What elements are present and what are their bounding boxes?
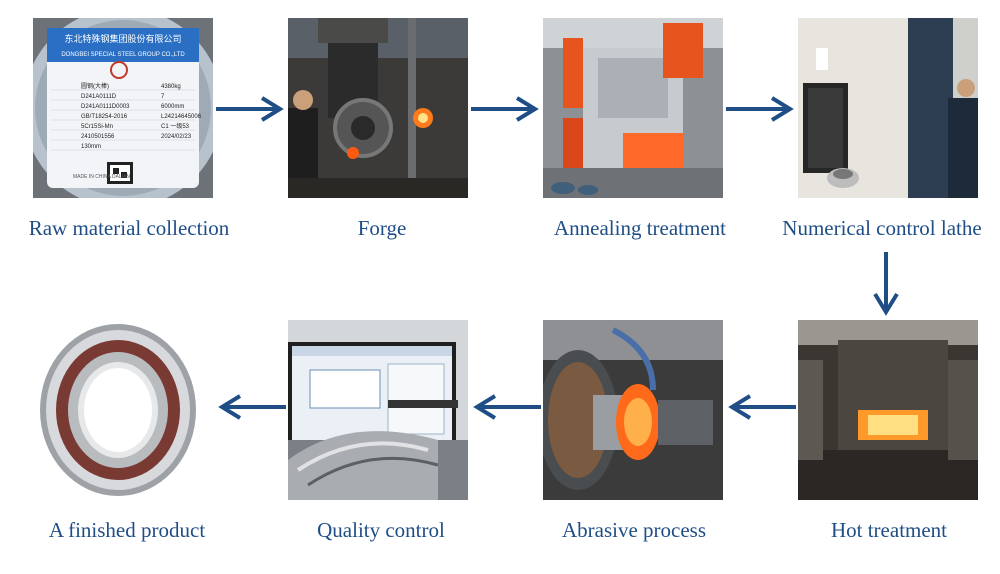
arrow-left-icon xyxy=(473,394,541,420)
step-caption-abrasive: Abrasive process xyxy=(561,518,707,542)
step-caption-raw-material: Raw material collection xyxy=(28,216,230,240)
step-caption-finished-product: A finished product xyxy=(48,518,206,542)
arrow-left-icon xyxy=(218,394,286,420)
label-company-en: DONGBEI SPECIAL STEEL GROUP CO.,LTD xyxy=(61,52,185,58)
label-footer: MADE IN CHINA DALIAN xyxy=(73,174,130,180)
label-row-value: D241A0111D0003 xyxy=(81,104,130,110)
quality-control-photo xyxy=(288,320,468,500)
arrow-left-icon xyxy=(728,394,796,420)
label-row-value: D241A0111D xyxy=(81,94,117,100)
arrow-right-icon xyxy=(216,96,284,122)
label-company-cn: 东北特殊钢集团股份有限公司 xyxy=(64,33,181,44)
label-row-value: 5Cr15Si-Mn xyxy=(81,124,113,130)
annealing-photo xyxy=(543,18,723,198)
label-row-value-right: 7 xyxy=(161,94,165,100)
label-row-value-right: 4380kg xyxy=(161,84,181,90)
label-row-value: 130mm xyxy=(81,144,101,150)
step-caption-hot-treatment: Hot treatment xyxy=(830,518,948,542)
raw-material-photo: 东北特殊钢集团股份有限公司 DONGBEI SPECIAL STEEL GROU… xyxy=(33,18,213,198)
arrow-right-icon xyxy=(471,96,539,122)
abrasive-process-photo xyxy=(543,320,723,500)
finished-product-photo xyxy=(33,320,213,500)
step-caption-cnc-lathe: Numerical control lathe xyxy=(782,216,982,240)
label-row-value-right: L24214645006 xyxy=(161,114,202,120)
step-caption-annealing: Annealing treatment xyxy=(553,216,727,240)
step-caption-quality-control: Quality control xyxy=(317,518,445,542)
label-row-value: 圆钢(大棒) xyxy=(81,82,109,90)
label-row-value-right: 6000mm xyxy=(161,104,184,110)
label-row-value-right: 2024/02/23 xyxy=(161,134,192,140)
hot-treatment-photo xyxy=(798,320,978,500)
label-row-value: GB/T18254-2016 xyxy=(81,114,128,120)
cnc-lathe-photo xyxy=(798,18,978,198)
arrow-down-icon xyxy=(873,252,899,316)
step-caption-forge: Forge xyxy=(357,216,407,240)
arrow-right-icon xyxy=(726,96,794,122)
forge-photo xyxy=(288,18,468,198)
label-row-value-right: C1 一级53 xyxy=(161,122,190,130)
label-row-value: 2410501556 xyxy=(81,134,115,140)
